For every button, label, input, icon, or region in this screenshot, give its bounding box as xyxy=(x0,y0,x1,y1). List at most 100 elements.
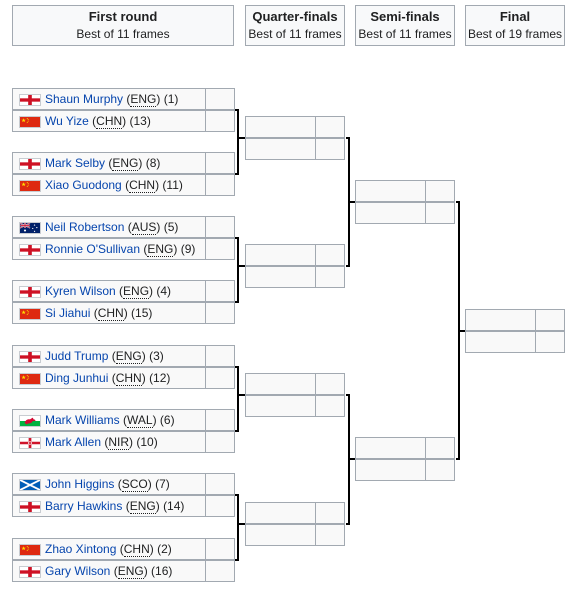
player-name-link[interactable]: Si Jiahui xyxy=(45,306,91,320)
bracket-connector-line xyxy=(346,523,349,525)
seed-label: (12) xyxy=(149,371,171,385)
round-title: Semi-finals xyxy=(370,9,440,24)
bracket-connector-line xyxy=(237,109,239,175)
score-cell xyxy=(315,266,345,288)
seed-label: (16) xyxy=(151,564,173,578)
nationality-text: (ENG) xyxy=(108,156,143,171)
seed-label: (8) xyxy=(145,156,161,170)
player-name-link[interactable]: Xiao Guodong xyxy=(45,178,122,192)
round-format: Best of 11 frames xyxy=(76,27,170,41)
player-entry: Mark Williams (WAL) (6) xyxy=(12,409,206,431)
player-name-link[interactable]: Mark Williams xyxy=(45,413,120,427)
final-header: Final Best of 19 frames xyxy=(465,5,565,46)
empty-player-slot xyxy=(245,116,316,138)
seed-label: (5) xyxy=(163,220,179,234)
score-cell xyxy=(205,110,235,132)
player-name-link[interactable]: Mark Selby xyxy=(45,156,106,170)
player-entry: Barry Hawkins (ENG) (14) xyxy=(12,495,206,517)
nationality-abbr: SCO xyxy=(121,477,148,492)
score-cell xyxy=(205,409,235,431)
score-cell xyxy=(425,180,455,202)
player-entry: John Higgins (SCO) (7) xyxy=(12,473,206,495)
empty-player-slot xyxy=(355,180,426,202)
nationality-text: (CHN) xyxy=(119,542,154,557)
bracket-connector-line xyxy=(235,301,238,303)
round-title: First round xyxy=(88,9,158,24)
nationality-text: (CHN) xyxy=(92,114,127,129)
nationality-abbr: CHN xyxy=(96,114,123,129)
round-format: Best of 11 frames xyxy=(248,27,342,41)
player-name-link[interactable]: John Higgins xyxy=(45,477,115,491)
seed-label: (11) xyxy=(162,178,183,192)
england-flag-icon xyxy=(19,244,41,256)
score-cell xyxy=(205,538,235,560)
score-cell xyxy=(205,302,235,324)
score-cell xyxy=(315,138,345,160)
nationality-abbr: CHN xyxy=(123,542,150,557)
bracket-connector-line xyxy=(235,237,238,239)
player-name-link[interactable]: Judd Trump xyxy=(45,349,109,363)
northern-ireland-flag-icon xyxy=(19,437,41,449)
player-name-link[interactable]: Kyren Wilson xyxy=(45,284,116,298)
player-name-link[interactable]: Barry Hawkins xyxy=(45,499,123,513)
nationality-text: (NIR) xyxy=(104,435,134,450)
player-name-link[interactable]: Zhao Xintong xyxy=(45,542,117,556)
bracket-connector-line xyxy=(237,265,245,267)
player-entry: Ronnie O'Sullivan (ENG) (9) xyxy=(12,238,206,260)
empty-player-slot xyxy=(245,373,316,395)
score-cell xyxy=(425,202,455,224)
player-entry: Wu Yize (CHN) (13) xyxy=(12,110,206,132)
score-cell xyxy=(205,88,235,110)
nationality-abbr: ENG xyxy=(117,564,144,579)
bracket-connector-line xyxy=(456,201,459,203)
bracket-connector-line xyxy=(458,330,465,332)
bracket-connector-line xyxy=(237,523,245,525)
score-cell xyxy=(315,502,345,524)
bracket-connector-line xyxy=(237,366,239,432)
empty-player-slot xyxy=(355,459,426,481)
round-format: Best of 11 frames xyxy=(358,27,452,41)
seed-label: (6) xyxy=(159,413,175,427)
round-title: Quarter-finals xyxy=(252,9,338,24)
nationality-text: (AUS) xyxy=(127,220,161,235)
nationality-abbr: AUS xyxy=(131,220,157,235)
empty-player-slot xyxy=(245,395,316,417)
england-flag-icon xyxy=(19,286,41,298)
score-cell xyxy=(425,437,455,459)
score-cell xyxy=(205,280,235,302)
empty-player-slot xyxy=(245,524,316,546)
nationality-text: (CHN) xyxy=(125,178,160,193)
first-round-header: First round Best of 11 frames xyxy=(12,5,234,46)
seed-label: (14) xyxy=(163,499,185,513)
nationality-text: (ENG) xyxy=(126,92,161,107)
player-name-link[interactable]: Ronnie O'Sullivan xyxy=(45,242,141,256)
score-cell xyxy=(205,238,235,260)
player-entry: Judd Trump (ENG) (3) xyxy=(12,345,206,367)
nationality-text: (ENG) xyxy=(119,284,154,299)
bracket-connector-line xyxy=(456,458,459,460)
nationality-abbr: CHN xyxy=(115,371,142,386)
china-flag-icon xyxy=(19,544,41,556)
england-flag-icon xyxy=(19,501,41,513)
player-name-link[interactable]: Shaun Murphy xyxy=(45,92,124,106)
nationality-abbr: ENG xyxy=(123,284,150,299)
score-cell xyxy=(425,459,455,481)
player-name-link[interactable]: Mark Allen xyxy=(45,435,102,449)
nationality-text: (CHN) xyxy=(93,306,128,321)
player-name-link[interactable]: Wu Yize xyxy=(45,114,89,128)
wales-flag-icon xyxy=(19,415,41,427)
bracket-connector-line xyxy=(237,137,245,139)
player-name-link[interactable]: Gary Wilson xyxy=(45,564,111,578)
seed-label: (1) xyxy=(163,92,179,106)
empty-player-slot xyxy=(245,502,316,524)
round-format: Best of 19 frames xyxy=(467,27,563,41)
player-name-link[interactable]: Ding Junhui xyxy=(45,371,109,385)
empty-player-slot xyxy=(355,437,426,459)
score-cell xyxy=(205,495,235,517)
nationality-abbr: ENG xyxy=(115,349,142,364)
seed-label: (3) xyxy=(149,349,164,363)
score-cell xyxy=(315,373,345,395)
bracket-connector-line xyxy=(235,559,238,561)
player-entry: Zhao Xintong (CHN) (2) xyxy=(12,538,206,560)
player-name-link[interactable]: Neil Robertson xyxy=(45,220,125,234)
